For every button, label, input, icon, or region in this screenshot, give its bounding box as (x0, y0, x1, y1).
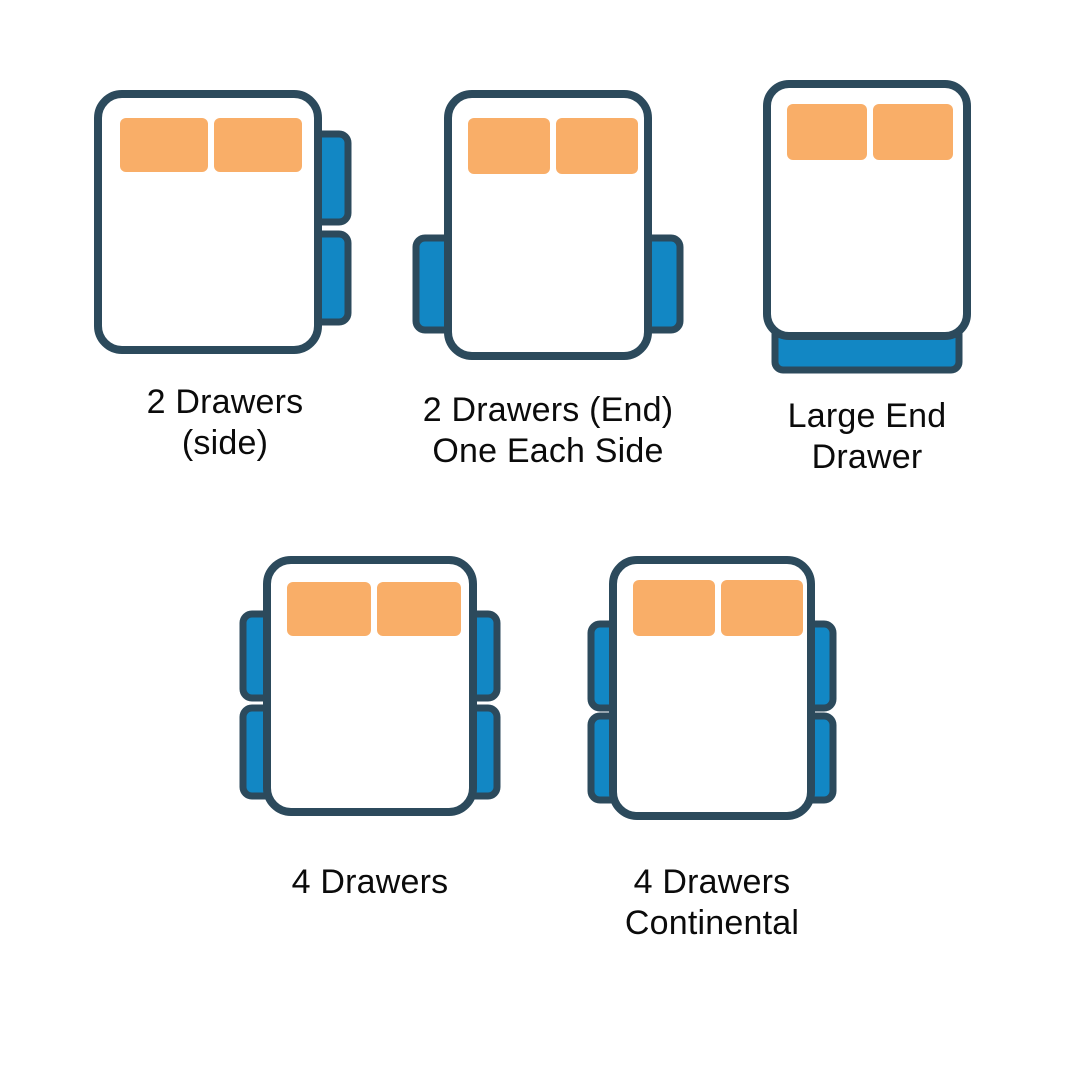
pillow-right (377, 582, 461, 636)
pillow-right (721, 580, 803, 636)
option-large-end-drawer[interactable]: Large End Drawer (742, 76, 992, 479)
pillow-group (633, 580, 803, 636)
option-four-drawers-continental[interactable]: 4 Drawers Continental (574, 552, 850, 945)
option-label-four-drawers: 4 Drawers (291, 863, 449, 901)
pillow-right (214, 118, 302, 172)
pillow-group (287, 582, 461, 636)
option-label-two-drawers-side: 2 Drawers (side) (146, 383, 304, 463)
option-label-four-drawers-continental: 4 Drawers Continental (624, 863, 800, 943)
option-label-two-drawers-end: 2 Drawers (End) One Each Side (422, 391, 674, 471)
bed-diagram-two-drawers-end (412, 90, 684, 360)
option-four-drawers[interactable]: 4 Drawers (232, 552, 508, 903)
option-label-large-end-drawer: Large End Drawer (787, 397, 947, 477)
pillow-group (120, 118, 302, 172)
pillow-left (120, 118, 208, 172)
option-two-drawers-side[interactable]: 2 Drawers (side) (90, 86, 360, 465)
pillow-left (287, 582, 371, 636)
pillow-left (633, 580, 715, 636)
bed-diagram-four-drawers (239, 556, 501, 816)
pillow-group (787, 104, 953, 160)
pillow-right (556, 118, 638, 174)
pillow-left (787, 104, 867, 160)
bed-diagram-four-drawers-continental (587, 556, 837, 820)
pillow-left (468, 118, 550, 174)
pillow-group (468, 118, 638, 174)
bed-diagram-two-drawers-side (94, 90, 352, 354)
option-two-drawers-end[interactable]: 2 Drawers (End) One Each Side (398, 86, 698, 473)
pillow-right (873, 104, 953, 160)
bed-diagram-large-end-drawer (763, 80, 971, 374)
